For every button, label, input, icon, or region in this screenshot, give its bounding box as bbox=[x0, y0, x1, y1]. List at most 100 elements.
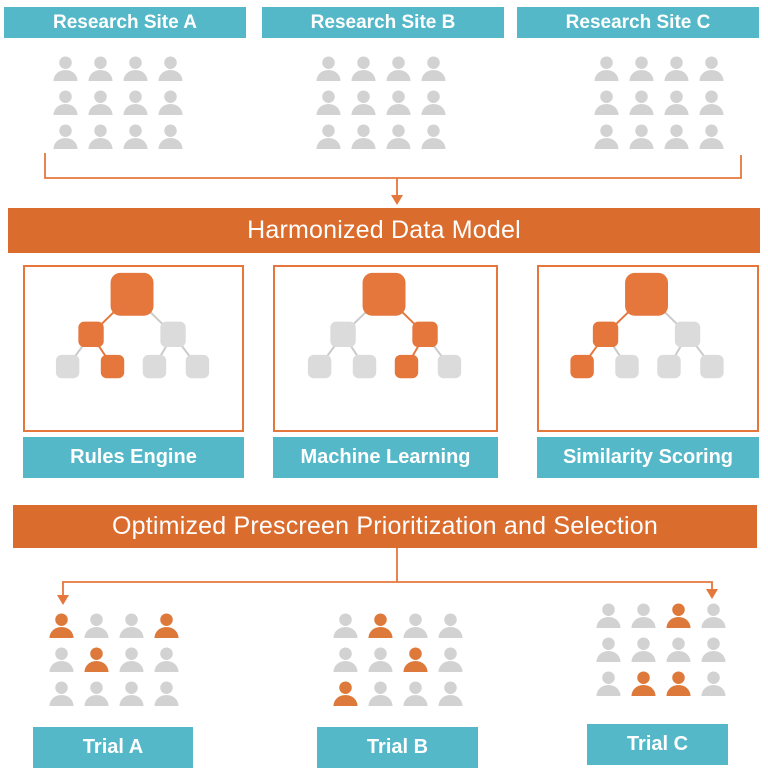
person-icon bbox=[700, 603, 727, 628]
person-icon bbox=[385, 124, 412, 149]
trial-c-label-text: Trial C bbox=[626, 733, 689, 755]
person-icon bbox=[153, 613, 180, 638]
person-icon bbox=[157, 124, 184, 149]
person-icon bbox=[663, 90, 690, 115]
site-b-people-grid bbox=[315, 56, 447, 149]
person-icon bbox=[315, 90, 342, 115]
site-header-b: Research Site B bbox=[262, 7, 504, 38]
trial-a-label: Trial A bbox=[33, 727, 193, 768]
person-icon bbox=[332, 681, 359, 706]
harmonized-banner-label: Harmonized Data Model bbox=[247, 216, 521, 245]
person-icon bbox=[153, 647, 180, 672]
site-header-c: Research Site C bbox=[517, 7, 759, 38]
person-icon bbox=[630, 637, 657, 662]
person-icon bbox=[663, 56, 690, 81]
person-icon bbox=[367, 681, 394, 706]
machine-learning-box bbox=[273, 265, 498, 432]
person-icon bbox=[402, 613, 429, 638]
similarity-scoring-label-text: Similarity Scoring bbox=[562, 446, 734, 468]
trial-b-people-grid bbox=[332, 613, 464, 706]
machine-learning-label: Machine Learning bbox=[273, 437, 498, 478]
machine-learning-tree-icon bbox=[307, 272, 462, 379]
person-icon bbox=[48, 647, 75, 672]
person-icon bbox=[350, 56, 377, 81]
person-icon bbox=[665, 671, 692, 696]
optimized-prescreen-banner: Optimized Prescreen Prioritization and S… bbox=[13, 505, 757, 548]
similarity-scoring-tree-icon bbox=[570, 272, 724, 379]
person-icon bbox=[437, 647, 464, 672]
person-icon bbox=[420, 56, 447, 81]
rules-engine-box bbox=[23, 265, 244, 432]
person-icon bbox=[437, 681, 464, 706]
rules-engine-tree-icon bbox=[55, 272, 210, 379]
person-icon bbox=[628, 90, 655, 115]
harmonized-data-model-banner: Harmonized Data Model bbox=[8, 208, 760, 253]
trial-c-people-grid bbox=[595, 603, 727, 696]
person-icon bbox=[402, 647, 429, 672]
person-icon bbox=[118, 647, 145, 672]
trial-a-label-text: Trial A bbox=[82, 736, 144, 758]
person-icon bbox=[87, 56, 114, 81]
person-icon bbox=[122, 56, 149, 81]
person-icon bbox=[420, 124, 447, 149]
person-icon bbox=[350, 124, 377, 149]
person-icon bbox=[315, 56, 342, 81]
person-icon bbox=[593, 124, 620, 149]
trial-c-label: Trial C bbox=[587, 724, 728, 765]
person-icon bbox=[122, 90, 149, 115]
site-header-a-label: Research Site A bbox=[53, 11, 197, 33]
person-icon bbox=[332, 647, 359, 672]
person-icon bbox=[593, 56, 620, 81]
site-c-people-grid bbox=[593, 56, 725, 149]
trial-a-people-grid bbox=[48, 613, 180, 706]
person-icon bbox=[628, 56, 655, 81]
person-icon bbox=[153, 681, 180, 706]
person-icon bbox=[48, 681, 75, 706]
person-icon bbox=[83, 613, 110, 638]
person-icon bbox=[595, 671, 622, 696]
person-icon bbox=[628, 124, 655, 149]
person-icon bbox=[630, 603, 657, 628]
person-icon bbox=[698, 90, 725, 115]
similarity-scoring-box bbox=[537, 265, 759, 432]
person-icon bbox=[332, 613, 359, 638]
person-icon bbox=[315, 124, 342, 149]
person-icon bbox=[48, 613, 75, 638]
person-icon bbox=[118, 613, 145, 638]
person-icon bbox=[663, 124, 690, 149]
person-icon bbox=[698, 124, 725, 149]
person-icon bbox=[367, 613, 394, 638]
person-icon bbox=[350, 90, 377, 115]
person-icon bbox=[87, 124, 114, 149]
person-icon bbox=[593, 90, 620, 115]
optimized-banner-label: Optimized Prescreen Prioritization and S… bbox=[112, 512, 658, 541]
site-header-b-label: Research Site B bbox=[310, 11, 456, 33]
person-icon bbox=[118, 681, 145, 706]
site-header-a: Research Site A bbox=[4, 7, 246, 38]
person-icon bbox=[665, 603, 692, 628]
person-icon bbox=[437, 613, 464, 638]
person-icon bbox=[83, 647, 110, 672]
trial-b-label: Trial B bbox=[317, 727, 478, 768]
site-a-people-grid bbox=[52, 56, 184, 149]
rules-engine-label: Rules Engine bbox=[23, 437, 244, 478]
site-header-c-label: Research Site C bbox=[565, 11, 711, 33]
person-icon bbox=[402, 681, 429, 706]
person-icon bbox=[367, 647, 394, 672]
person-icon bbox=[595, 603, 622, 628]
person-icon bbox=[665, 637, 692, 662]
person-icon bbox=[83, 681, 110, 706]
person-icon bbox=[385, 56, 412, 81]
person-icon bbox=[87, 90, 114, 115]
person-icon bbox=[52, 56, 79, 81]
person-icon bbox=[157, 90, 184, 115]
person-icon bbox=[157, 56, 184, 81]
person-icon bbox=[595, 637, 622, 662]
person-icon bbox=[52, 124, 79, 149]
person-icon bbox=[385, 90, 412, 115]
person-icon bbox=[630, 671, 657, 696]
rules-engine-label-text: Rules Engine bbox=[70, 446, 197, 468]
person-icon bbox=[700, 637, 727, 662]
trial-b-label-text: Trial B bbox=[366, 736, 429, 758]
